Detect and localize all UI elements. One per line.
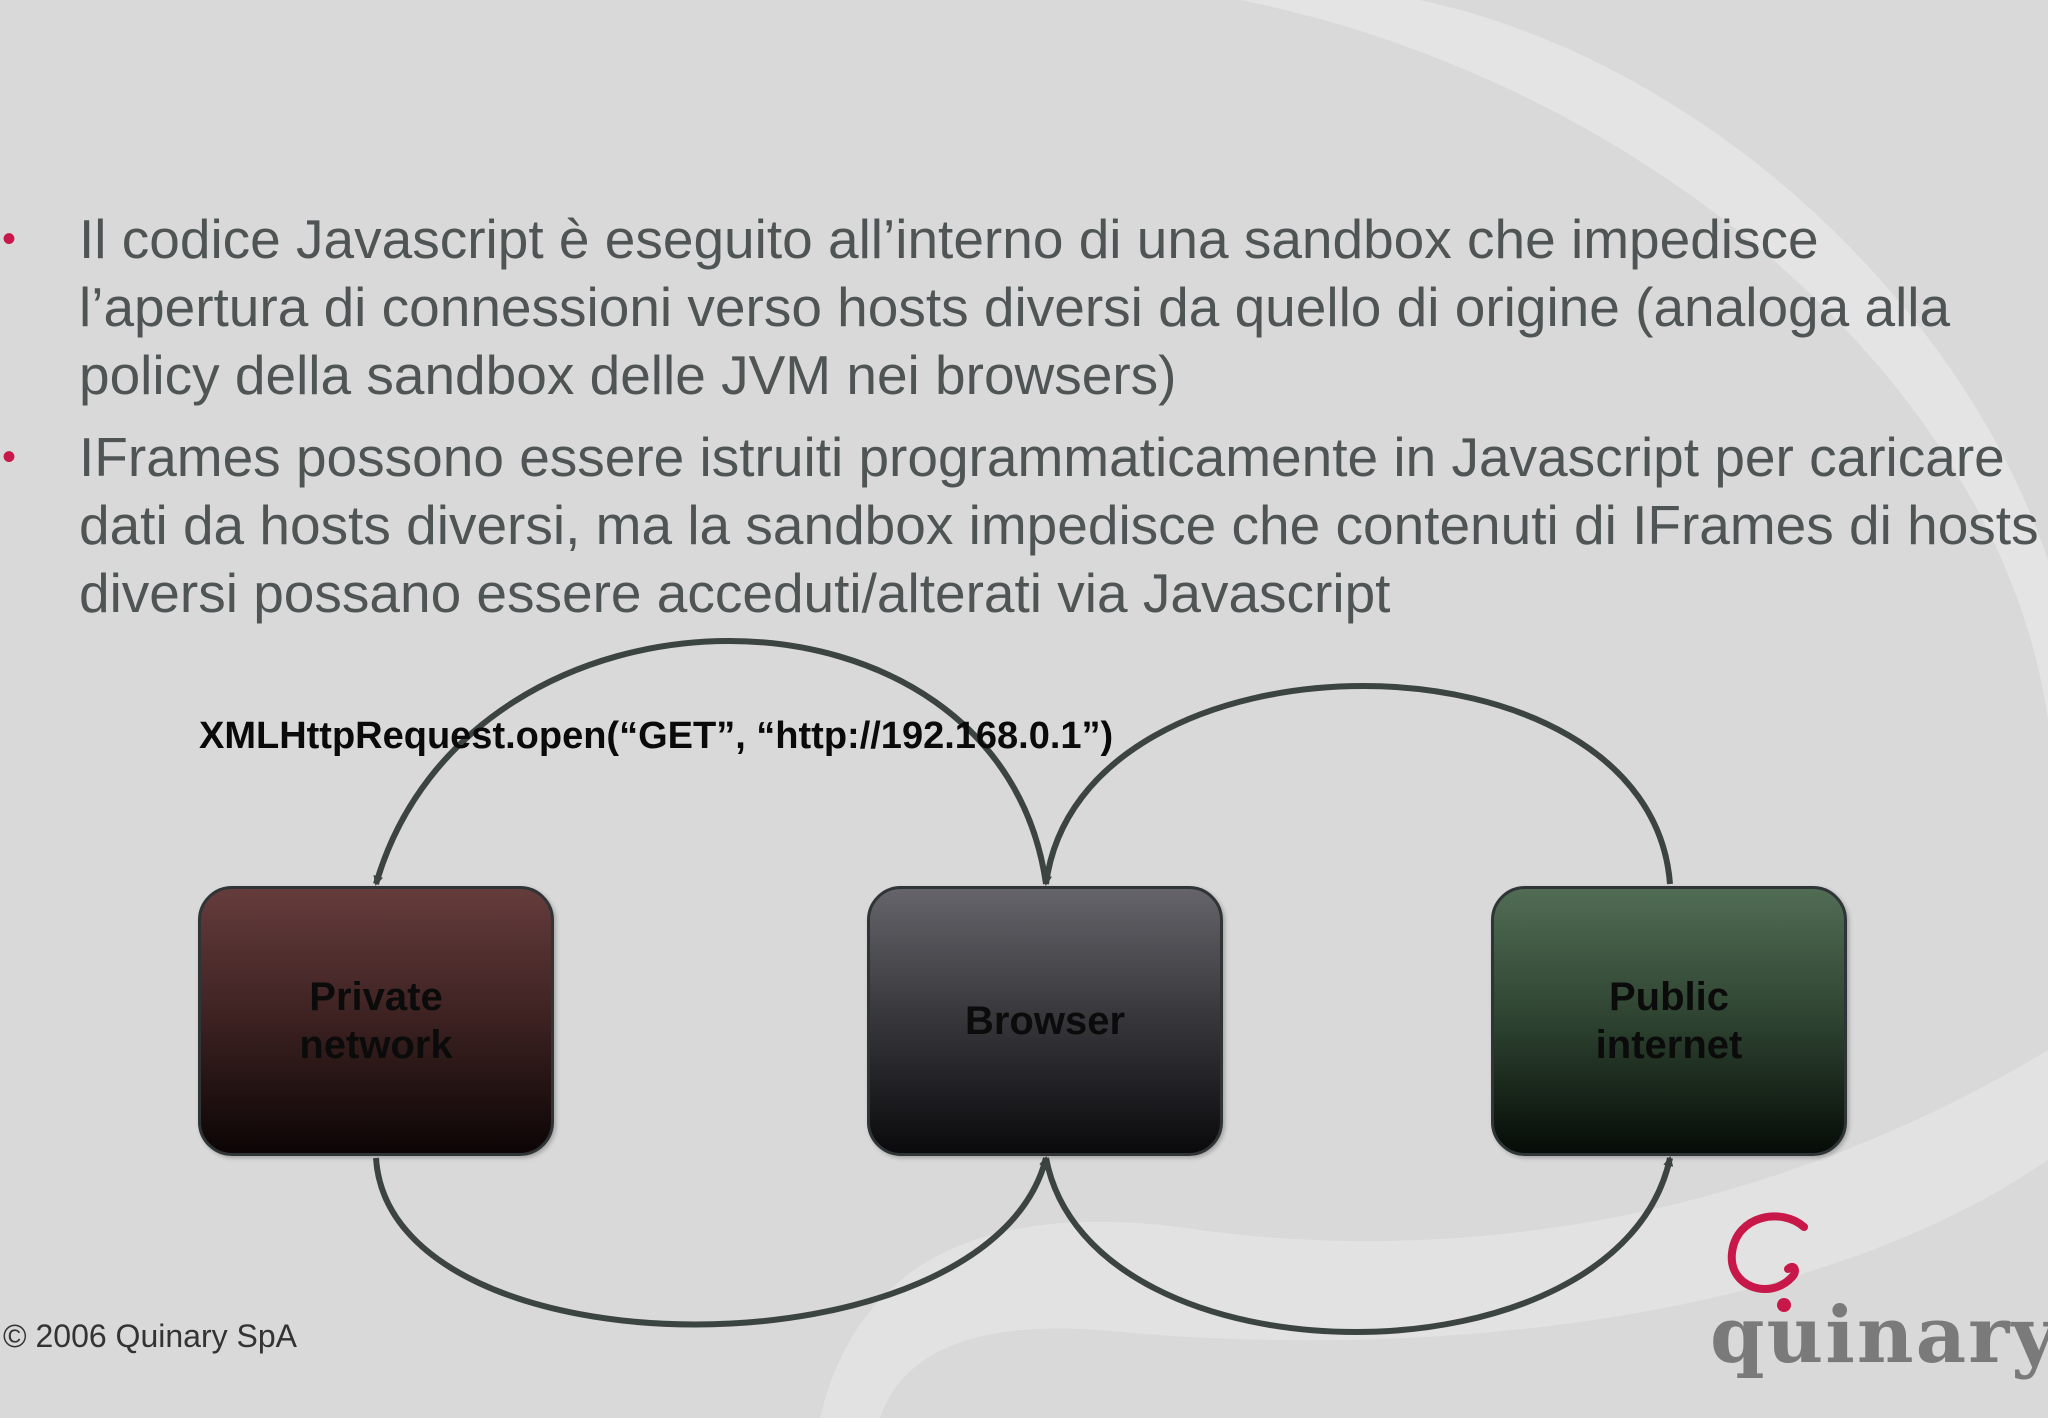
- bullet-text: Il codice Javascript è eseguito all’inte…: [79, 208, 1951, 406]
- arrow-private-to-browser: [373, 1156, 1049, 1328]
- bullet-item: • IFrames possono essere istruiti progra…: [0, 423, 2048, 627]
- xmlhttprequest-label: XMLHttpRequest.open(“GET”, “http://192.1…: [199, 715, 1114, 757]
- bullet-marker: •: [2, 435, 17, 479]
- bullet-item: • Il codice Javascript è eseguito all’in…: [0, 205, 2048, 409]
- bullet-text: IFrames possono essere istruiti programm…: [79, 426, 2039, 624]
- bullet-marker: •: [2, 217, 17, 261]
- bullet-list: • Il codice Javascript è eseguito all’in…: [0, 205, 2048, 641]
- public-internet-node: Public internet: [1491, 886, 1847, 1156]
- browser-label: Browser: [964, 999, 1126, 1043]
- copyright-footer: © 2006 Quinary SpA: [3, 1318, 297, 1354]
- arrow-public-to-browser: [1042, 683, 1673, 886]
- quinary-logo-text: quinary: [1710, 1290, 2048, 1381]
- quinary-logo-icon: [1727, 1212, 1808, 1312]
- arrow-browser-to-private: [373, 638, 1049, 886]
- private-network-node: Private network: [198, 886, 554, 1156]
- browser-node: Browser: [867, 886, 1223, 1156]
- private-network-label: Private network: [299, 975, 453, 1067]
- arrow-browser-to-public: [1043, 1156, 1674, 1335]
- public-internet-label: Public internet: [1595, 975, 1743, 1067]
